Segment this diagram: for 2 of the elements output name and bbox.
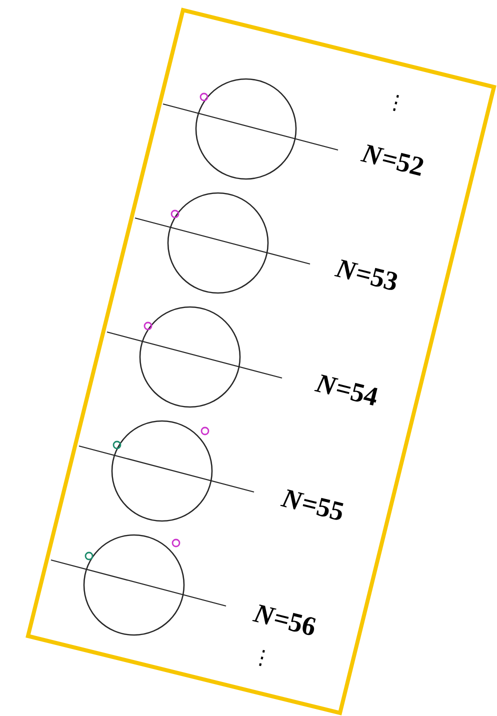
ellipsis: ⋮ — [393, 94, 399, 112]
ellipsis: ⋮ — [259, 650, 265, 666]
